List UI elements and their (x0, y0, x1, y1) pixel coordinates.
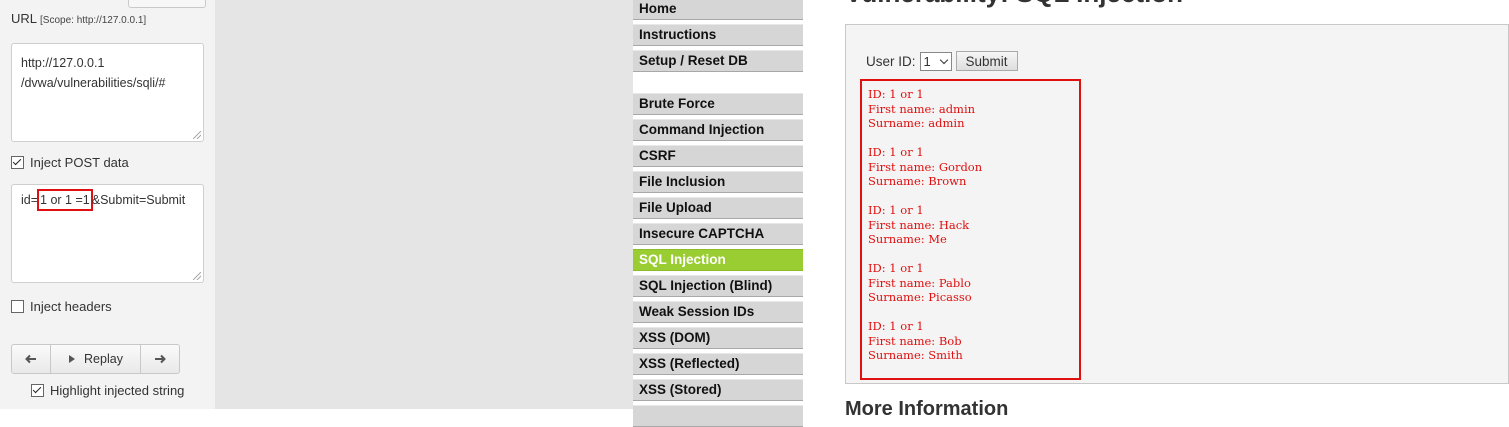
more-information-heading: More Information (845, 398, 1009, 420)
main-content: Vulnerability: SQL Injection User ID: 1 … (803, 0, 1509, 420)
play-icon (69, 355, 76, 363)
post-suffix: &Submit=Submit (91, 193, 186, 207)
url-textarea[interactable]: http://127.0.0.1 /dvwa/vulnerabilities/s… (11, 43, 204, 142)
menu-item-home[interactable]: Home (633, 0, 803, 20)
hackbar-panel: URL[Scope: http://127.0.0.1] http://127.… (0, 0, 215, 409)
result-first-name: First name: Gordon (868, 159, 983, 174)
result-surname: Surname: Me (868, 232, 947, 246)
replay-label: Replay (84, 352, 123, 366)
result-surname: Surname: Brown (868, 174, 967, 188)
highlight-row[interactable]: Highlight injected string (31, 383, 184, 398)
menu-item-file-upload[interactable]: File Upload (633, 197, 803, 219)
result-first-name: First name: Bob (868, 333, 962, 348)
result-first-name: First name: admin (868, 101, 976, 116)
post-prefix: id= (21, 193, 39, 207)
result-id: ID: 1 or 1 (868, 87, 924, 101)
result-first-name: First name: Pablo (868, 275, 971, 290)
result-id: ID: 1 or 1 (868, 145, 924, 159)
result-first-name: First name: Hack (868, 217, 970, 232)
result-id: ID: 1 or 1 (868, 261, 924, 275)
menu-item-insecure-captcha[interactable]: Insecure CAPTCHA (633, 223, 803, 245)
back-arrow-button[interactable] (12, 345, 51, 373)
page-title: Vulnerability: SQL Injection (845, 0, 1183, 9)
menu-item-xss-dom[interactable]: XSS (DOM) (633, 327, 803, 349)
user-id-label: User ID: (866, 53, 916, 69)
post-highlight: 1 or 1 =1 (37, 189, 93, 211)
menu-item-brute-force[interactable]: Brute Force (633, 93, 803, 115)
inject-headers-checkbox[interactable] (11, 300, 24, 313)
inject-headers-row[interactable]: Inject headers (11, 299, 112, 314)
highlight-checkbox[interactable] (31, 384, 44, 397)
url-label-text: URL (11, 11, 38, 26)
resize-grip-icon[interactable] (193, 131, 201, 139)
menu-item-sql-injection[interactable]: SQL Injection (633, 249, 803, 271)
result-surname: Surname: admin (868, 116, 965, 130)
user-id-value: 1 (923, 53, 931, 69)
right-arrow-icon (155, 354, 166, 364)
inject-post-row[interactable]: Inject POST data (11, 155, 129, 170)
menu-item-weak-session-ids[interactable]: Weak Session IDs (633, 301, 803, 323)
inject-post-checkbox[interactable] (11, 156, 24, 169)
result-surname: Surname: Picasso (868, 290, 972, 304)
resize-grip-icon[interactable] (193, 272, 201, 280)
replay-button[interactable]: Replay (51, 345, 141, 373)
forward-arrow-button[interactable] (141, 345, 179, 373)
url-line-2: /dvwa/vulnerabilities/sqli/# (21, 76, 166, 90)
inject-headers-label: Inject headers (30, 299, 112, 314)
menu-item-xss-reflected[interactable]: XSS (Reflected) (633, 353, 803, 375)
menu-item-csrf[interactable]: CSRF (633, 145, 803, 167)
menu-item-setup-reset-db[interactable]: Setup / Reset DB (633, 50, 803, 72)
menu-item-xss-stored[interactable]: XSS (Stored) (633, 379, 803, 401)
menu-item-command-injection[interactable]: Command Injection (633, 119, 803, 141)
replay-button-group: Replay (11, 344, 180, 374)
menu-item-sql-injection-blind[interactable]: SQL Injection (Blind) (633, 275, 803, 297)
left-arrow-icon (25, 354, 36, 364)
menu-item-file-inclusion[interactable]: File Inclusion (633, 171, 803, 193)
menu-item-next[interactable] (633, 405, 803, 427)
url-label: URL[Scope: http://127.0.0.1] (11, 11, 146, 26)
dvwa-menu: Home Instructions Setup / Reset DB Brute… (633, 0, 803, 427)
user-id-select[interactable]: 1 (919, 51, 952, 71)
user-id-form: User ID: 1 Submit (866, 51, 1018, 71)
inject-post-label: Inject POST data (30, 155, 129, 170)
post-data-textarea[interactable]: id=1 or 1 =1&Submit=Submit (11, 184, 204, 283)
submit-button[interactable]: Submit (955, 51, 1018, 71)
menu-item-instructions[interactable]: Instructions (633, 24, 803, 46)
result-id: ID: 1 or 1 (868, 203, 924, 217)
post-data-value: id=1 or 1 =1&Submit=Submit (21, 189, 194, 211)
highlight-label: Highlight injected string (50, 383, 185, 398)
scope-text: [Scope: http://127.0.0.1] (40, 15, 147, 26)
url-line-1: http://127.0.0.1 (21, 56, 105, 70)
hackbar-top-button[interactable] (128, 0, 206, 8)
result-id: ID: 1 or 1 (868, 319, 924, 333)
chevron-down-icon (939, 55, 948, 64)
result-surname: Surname: Smith (868, 348, 963, 362)
panel-divider-area (215, 0, 633, 409)
